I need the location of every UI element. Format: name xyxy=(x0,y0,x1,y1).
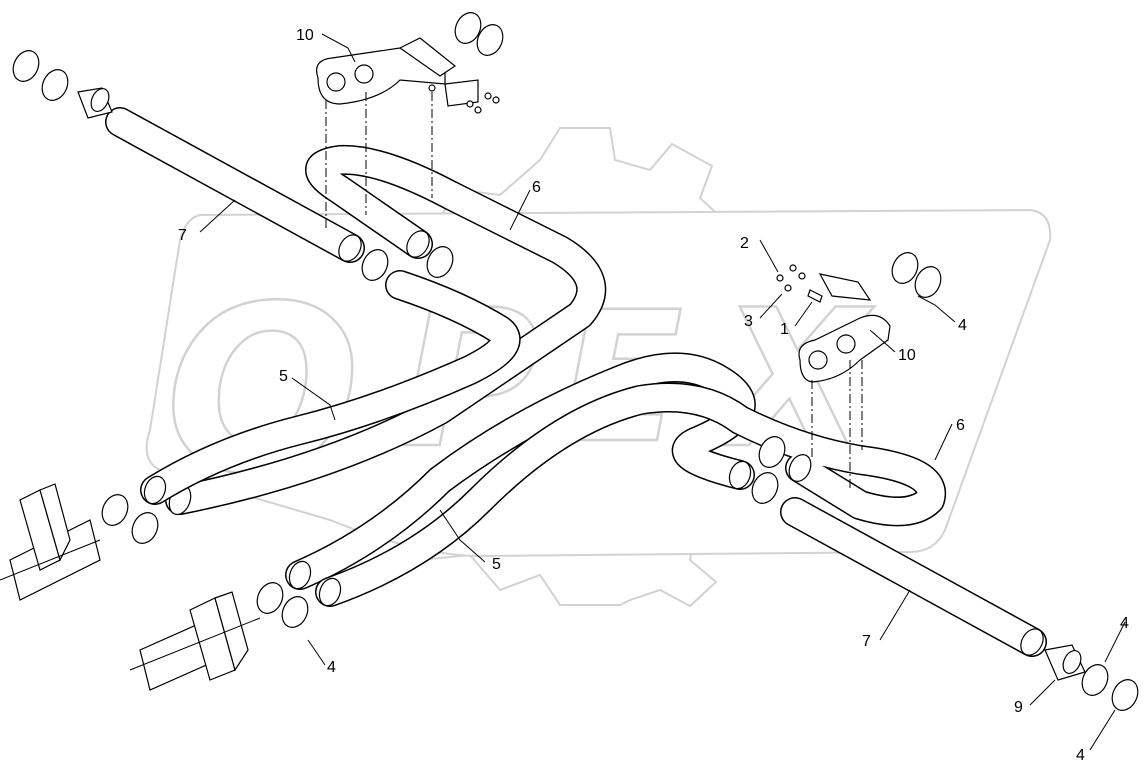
clamp-ring xyxy=(281,596,309,628)
tube-7-upper xyxy=(105,107,365,263)
callout-10-upper: 10 xyxy=(296,27,314,44)
clamp-ring xyxy=(101,494,129,526)
callout-10-lower: 10 xyxy=(898,347,916,364)
alignment-lines xyxy=(325,92,863,490)
callout-4-right-lower: 4 xyxy=(1076,747,1085,764)
clamp-ring xyxy=(891,252,919,284)
bracket-upper xyxy=(316,37,500,114)
tube-5-upper xyxy=(140,270,521,505)
clamp-ring xyxy=(426,246,454,278)
clamp-ring xyxy=(41,69,69,101)
clamp-ring xyxy=(1081,664,1109,696)
callout-1: 1 xyxy=(780,321,789,338)
leader-lines xyxy=(199,33,1126,751)
clamp-ring xyxy=(758,436,786,468)
clamp-ring xyxy=(476,24,504,56)
clamp-ring xyxy=(914,266,942,298)
clamp-ring xyxy=(12,50,40,82)
clamp-ring xyxy=(454,12,482,44)
callout-6-upper: 6 xyxy=(532,179,541,196)
callout-4-left: 4 xyxy=(327,659,336,676)
callout-3: 3 xyxy=(744,313,753,330)
callout-4-right-upper: 4 xyxy=(1120,615,1129,632)
clamp-ring xyxy=(256,582,284,614)
callout-4-bracket: 4 xyxy=(958,317,967,334)
mount-left-lower xyxy=(129,591,261,691)
tube-7-lower xyxy=(780,497,1047,657)
bracket-lower xyxy=(776,264,891,383)
tube-6-lower xyxy=(315,382,947,607)
callouts: 10 7 6 5 2 3 1 4 10 6 5 4 7 4 9 4 xyxy=(178,27,1129,764)
callout-7-lower: 7 xyxy=(862,633,871,650)
clamp-ring xyxy=(751,472,779,504)
clamps xyxy=(12,12,1139,711)
mount-left-upper xyxy=(0,483,101,601)
clamp-ring xyxy=(361,249,389,281)
callout-5-lower: 5 xyxy=(492,556,501,573)
clamp-ring xyxy=(1111,679,1139,711)
callout-6-lower: 6 xyxy=(956,417,965,434)
callout-2: 2 xyxy=(740,235,749,252)
tubes xyxy=(105,107,1047,657)
callout-9: 9 xyxy=(1014,699,1023,716)
tube-5-lower xyxy=(285,352,756,590)
callout-5-upper: 5 xyxy=(279,368,288,385)
callout-7-upper: 7 xyxy=(178,227,187,244)
tube-6-upper xyxy=(165,144,607,516)
clamp-ring xyxy=(131,512,159,544)
